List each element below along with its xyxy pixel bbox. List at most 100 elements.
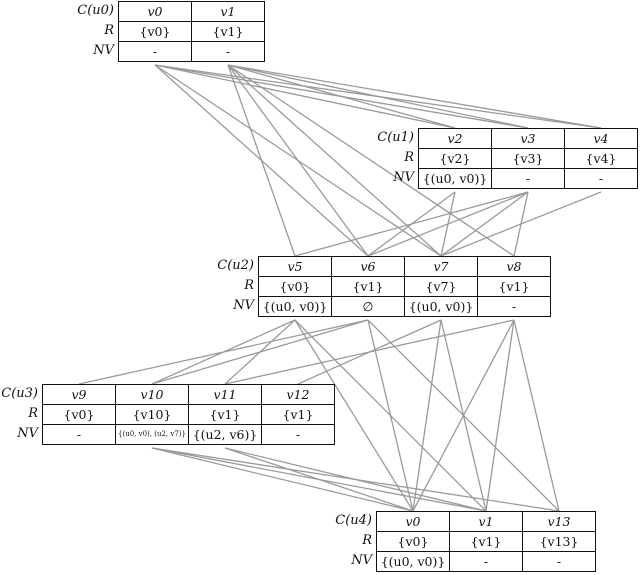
edge-line [78, 319, 369, 385]
nv-cell: {(u0, v0)} [258, 296, 332, 317]
r-cell: {v0} [42, 404, 116, 425]
nv-cell: - [564, 168, 638, 189]
edge-line [227, 64, 442, 257]
vertex-cell: v6 [331, 256, 405, 277]
edge-line [227, 64, 529, 129]
edge-line [224, 447, 414, 512]
table-row: {v0}{v1}{v13} [376, 531, 596, 552]
nv-cell: {(u2, v6)} [188, 424, 262, 445]
nv-cell: {(u0, v0)} [418, 168, 492, 189]
table-row: {v0}{v1}{v7}{v1} [258, 276, 551, 297]
vertex-cell: v10 [115, 384, 189, 405]
r-cell: {v0} [376, 531, 450, 552]
r-cell: {v10} [115, 404, 189, 425]
vertex-cell: v1 [449, 511, 523, 532]
vertex-cell: v4 [564, 128, 638, 149]
row-label-nv: NV [17, 426, 38, 441]
edge-line [513, 319, 560, 512]
row-labels: C(u2) R NV [217, 256, 254, 316]
vertex-cell: v11 [188, 384, 262, 405]
row-label-r: R [404, 150, 414, 165]
edge-line [440, 191, 529, 257]
vertex-cell: v9 [42, 384, 116, 405]
edge-line [412, 319, 442, 512]
edge-line [151, 447, 414, 512]
nv-cell: - [191, 41, 265, 62]
vertex-cell: v0 [118, 1, 192, 22]
r-cell: {v7} [404, 276, 478, 297]
nv-cell: - [42, 424, 116, 445]
edge-line [294, 191, 529, 257]
table-row: -{(u0, v0), (u2, v7)}{(u2, v6)}- [42, 424, 335, 445]
vertex-cell: v13 [522, 511, 596, 532]
nv-cell: {(u0, v0)} [404, 296, 478, 317]
edge-line [412, 319, 515, 512]
row-label-nv: NV [393, 170, 414, 185]
vertex-cell: v7 [404, 256, 478, 277]
row-label-nv: NV [93, 43, 114, 58]
nv-cell: - [522, 551, 596, 572]
edge-line [227, 64, 296, 257]
nv-cell: - [118, 41, 192, 62]
nv-cell: - [477, 296, 551, 317]
nv-cell: ∅ [331, 296, 405, 317]
table-row: {v0}{v10}{v1}{v1} [42, 404, 335, 425]
table-row: -- [118, 41, 265, 62]
nv-cell: {(u0, v0)} [376, 551, 450, 572]
vertex-cell: v2 [418, 128, 492, 149]
r-cell: {v0} [258, 276, 332, 297]
edge-line [227, 64, 369, 257]
r-cell: {v4} [564, 148, 638, 169]
edge-line [227, 64, 602, 129]
nv-cell: - [261, 424, 335, 445]
nv-cell: {(u0, v0), (u2, v7)} [115, 424, 189, 445]
edge-line [367, 191, 529, 257]
table-label: C(u0) [77, 3, 114, 18]
edge-line [154, 64, 456, 129]
table-label: C(u2) [217, 258, 254, 273]
r-cell: {v1} [191, 21, 265, 42]
r-cell: {v3} [491, 148, 565, 169]
table-label: C(u4) [335, 513, 372, 528]
table-row: {v0}{v1} [118, 21, 265, 42]
table-row: {v2}{v3}{v4} [418, 148, 638, 169]
table-row: {(u0, v0)}∅{(u0, v0)}- [258, 296, 551, 317]
nv-cell: - [449, 551, 523, 572]
edge-line [151, 319, 369, 385]
r-cell: {v1} [477, 276, 551, 297]
row-label-r: R [104, 23, 114, 38]
edge-line [227, 64, 515, 257]
vertex-cell: v8 [477, 256, 551, 277]
r-cell: {v1} [331, 276, 405, 297]
vertex-cell: v1 [191, 1, 265, 22]
row-label-nv: NV [233, 298, 254, 313]
row-label-r: R [244, 278, 254, 293]
row-label-r: R [362, 533, 372, 548]
nv-cell: - [491, 168, 565, 189]
edge-line [367, 319, 414, 512]
edge-line [485, 319, 515, 512]
row-labels: C(u1) R NV [377, 128, 414, 188]
r-cell: {v13} [522, 531, 596, 552]
vertex-cell: v12 [261, 384, 335, 405]
r-cell: {v1} [449, 531, 523, 552]
table-label: C(u1) [377, 130, 414, 145]
vertex-cell: v0 [376, 511, 450, 532]
edge-line [224, 319, 515, 385]
